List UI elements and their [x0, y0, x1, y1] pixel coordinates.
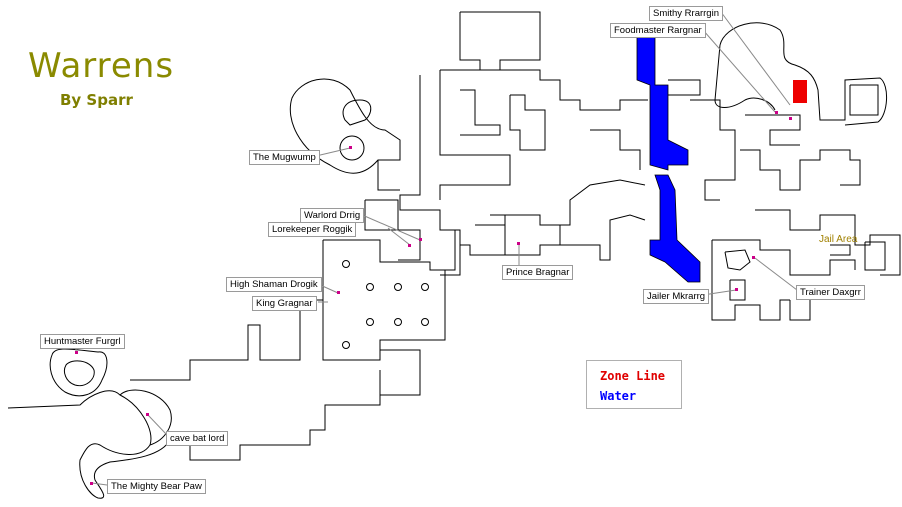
npc-marker [735, 288, 738, 291]
wall-segment [49, 348, 108, 397]
map-legend: Zone Line Water [586, 360, 682, 409]
wall-segment [119, 389, 172, 446]
label-king-gragnar: King Gragnar [252, 296, 317, 311]
wall-segment [719, 22, 887, 126]
leader-line [702, 29, 776, 113]
water-area [649, 174, 701, 283]
label-jailer-mkrarrg: Jailer Mkrarrg [643, 289, 710, 304]
leader-line [91, 482, 108, 486]
npc-marker [517, 242, 520, 245]
wall-segment [590, 129, 641, 170]
label-trainer-daxgrr: Trainer Daxgrr [796, 285, 865, 300]
pillar [366, 283, 374, 291]
pillar [421, 283, 429, 291]
leader-line [754, 257, 798, 291]
wall-segment [339, 135, 365, 161]
npc-marker [408, 244, 411, 247]
npc-marker [789, 117, 792, 120]
map-author: By Sparr [60, 91, 133, 109]
npc-marker [146, 413, 149, 416]
wall-segment [379, 349, 421, 396]
pillar [421, 318, 429, 326]
legend-zone-line: Zone Line [600, 369, 666, 383]
wall-segment [711, 240, 790, 321]
wall-segment [322, 239, 446, 361]
pillar [342, 341, 350, 349]
npc-marker [419, 238, 422, 241]
label-foodmaster-rargnar: Foodmaster Rargnar [610, 23, 706, 38]
wall-segment [509, 94, 546, 151]
label-high-shaman-drogik: High Shaman Drogik [226, 277, 322, 292]
leader-line [720, 11, 791, 106]
npc-marker [752, 256, 755, 259]
wall-segment [590, 99, 648, 111]
pillar [394, 283, 402, 291]
wall-segment [560, 214, 646, 261]
wall-segment [755, 209, 901, 276]
label-huntmaster-furgrl: Huntmaster Furgrl [40, 334, 125, 349]
wall-segment [745, 114, 801, 146]
leader-line [387, 227, 411, 246]
wall-segment [440, 229, 461, 276]
wall-segment [740, 149, 861, 191]
label-lorekeeper-roggik: Lorekeeper Roggik [268, 222, 357, 237]
wall-segment [729, 279, 746, 301]
wall-segment [864, 241, 886, 271]
wall-segment [364, 199, 399, 231]
label-smithy-rrarrgin: Smithy Rrarrgin [649, 6, 723, 21]
zone-line-area [793, 80, 807, 103]
label-jail-area: Jail Area [819, 234, 858, 245]
npc-marker [775, 111, 778, 114]
label-the-mighty-bear-paw: The Mighty Bear Paw [107, 479, 206, 494]
wall-segment [459, 11, 541, 71]
pillar [342, 260, 350, 268]
leader-line [147, 414, 168, 436]
label-warlord-drrig: Warlord Drrig [300, 208, 365, 223]
wall-segment [490, 214, 561, 256]
wall-segment [420, 209, 456, 271]
wall-segment [7, 390, 171, 499]
wall-segment [690, 99, 736, 201]
wall-segment [289, 78, 401, 174]
wall-segment [170, 395, 381, 461]
npc-marker [349, 146, 352, 149]
label-the-mugwump: The Mugwump [249, 150, 320, 165]
wall-segment [849, 84, 879, 116]
wall-segment [342, 99, 372, 126]
label-prince-bragnar: Prince Bragnar [502, 265, 574, 280]
wall-segment [63, 360, 95, 387]
water-area [636, 34, 689, 171]
leader-line [315, 147, 351, 157]
wall-segment [377, 160, 400, 191]
pillar [366, 318, 374, 326]
wall-segment [398, 229, 421, 261]
wall-segment [712, 239, 856, 276]
leader-line [359, 213, 421, 241]
npc-marker [75, 351, 78, 354]
pillar [394, 318, 402, 326]
wall-segment [724, 249, 751, 271]
wall-segment [439, 70, 511, 200]
wall-segment [440, 69, 590, 111]
wall-segment [830, 244, 851, 256]
npc-marker [337, 291, 340, 294]
label-cave-bat-lord: cave bat lord [166, 431, 229, 446]
legend-water: Water [600, 389, 637, 403]
map-title: Warrens [28, 46, 175, 86]
wall-segment [399, 75, 421, 211]
wall-segment [460, 89, 501, 136]
wall-segment [560, 179, 646, 226]
wall-segment [459, 224, 506, 270]
npc-marker [90, 482, 93, 485]
wall-segment [668, 79, 701, 96]
wall-segment [714, 44, 776, 111]
wall-segment [130, 299, 323, 381]
